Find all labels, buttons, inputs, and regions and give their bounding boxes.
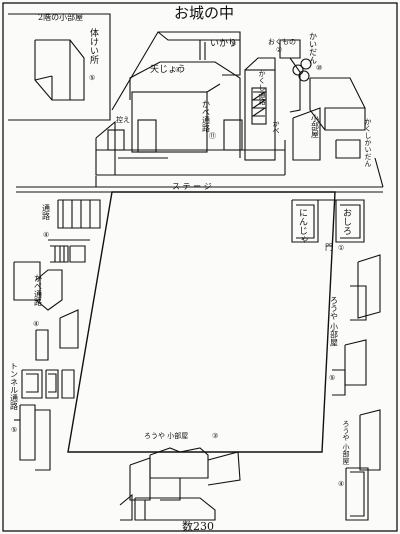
- label-rouya-room-num: ⑤: [329, 374, 335, 382]
- label-kabe-passage-left-num: ④: [33, 320, 39, 328]
- label-okumono: おくもの: [268, 38, 296, 46]
- main-floor: [67, 191, 336, 453]
- label-passage-left: 通路: [42, 203, 51, 220]
- bottom-buildings: [119, 447, 241, 521]
- label-tunnel-passage: トンネル通路: [10, 362, 19, 410]
- label-ikari: いかり: [210, 38, 237, 49]
- label-kabe-passage-top: かべ通路: [202, 100, 211, 132]
- label-tunnel-num: ⑤: [11, 426, 17, 434]
- label-kaidan: かいだん: [309, 32, 318, 64]
- page-footer: 数230: [182, 520, 214, 533]
- label-rouya-bottom: ろうや 小部屋: [144, 431, 188, 440]
- label-okumono-num: ②: [276, 46, 282, 54]
- label-upper-left-room: 2階の小部屋: [38, 12, 83, 22]
- castle-buildings-top: [95, 31, 366, 176]
- label-gate-num: ①: [338, 244, 344, 252]
- label-rest-area: 体けい所: [88, 27, 99, 65]
- left-passage: [13, 199, 101, 471]
- label-small-room-right: 小部屋: [311, 114, 320, 139]
- label-rouya-right-bottom: ろうや 小部屋: [342, 420, 350, 465]
- label-kabe-passage-left: かべ通路: [34, 274, 43, 306]
- label-kabe-passage-top-num: ⑪: [209, 132, 216, 140]
- label-hidden-stairs: かくしかいだん: [364, 118, 372, 167]
- label-tenjou-num: ④: [175, 66, 181, 74]
- label-passage-left-num: ④: [43, 231, 49, 239]
- label-ninja: にんじゃ: [297, 208, 308, 244]
- right-side-rooms: [291, 199, 381, 521]
- label-hikae: 控え: [116, 115, 130, 124]
- diagram-title: お城の中: [174, 4, 234, 22]
- label-rouya-bottom-num: ③: [212, 432, 218, 440]
- upper-left-room: [8, 13, 111, 121]
- label-stage: ス テ ー ジ: [172, 182, 212, 191]
- label-rouya-right-bottom-num: ④: [338, 480, 344, 488]
- label-kabe-small: かべ: [272, 120, 280, 134]
- label-gate: 門: [325, 243, 333, 252]
- label-ikari-num: ⑤: [230, 40, 236, 48]
- label-rouya-room: ろうや 小部屋: [330, 296, 339, 348]
- label-kaidan-num: ⑩: [316, 64, 322, 72]
- label-rest-area-num: ⑤: [89, 74, 95, 82]
- label-oshiro: おしろ: [341, 208, 351, 235]
- label-tenjou: 天じょう: [150, 64, 186, 75]
- label-hidden-passage: かくし通路: [258, 70, 266, 106]
